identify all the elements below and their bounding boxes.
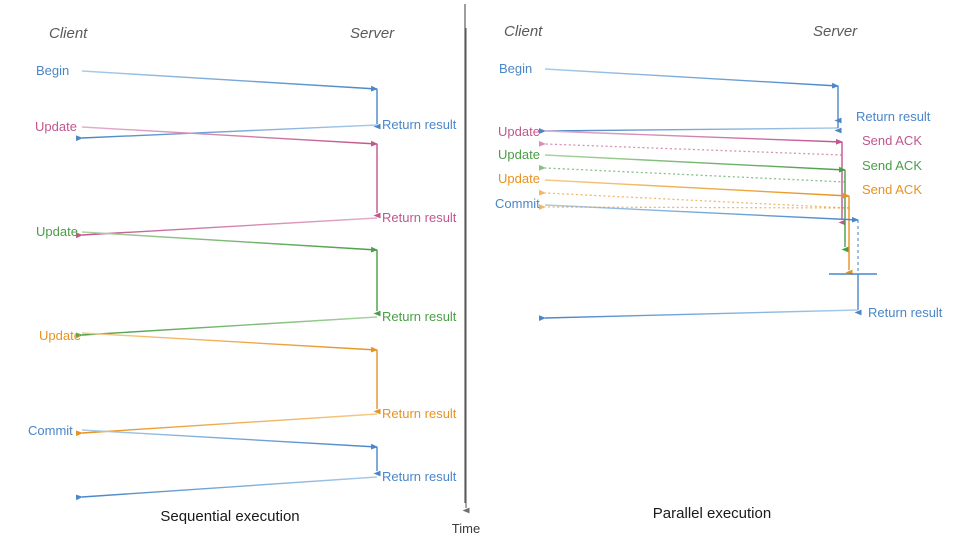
reply-arrow	[538, 127, 839, 134]
server-ack-label: Return result	[868, 305, 943, 320]
server-ack-label: Return result	[856, 109, 931, 124]
message-sequential-2	[75, 231, 381, 339]
ack-dotted-arrow	[538, 189, 850, 209]
diagram-chrome: Time Sequential execution Parallel executi…	[160, 4, 771, 536]
server-ack-label: Send ACK	[862, 158, 922, 173]
client-message-label: Update	[498, 171, 540, 186]
time-axis-label: Time	[452, 521, 480, 536]
final-return-arrow	[538, 309, 859, 322]
client-header-parallel: Client	[504, 23, 543, 40]
message-parallel-2	[538, 154, 849, 253]
message-sequential-1	[75, 126, 381, 239]
client-message-label: Commit	[495, 196, 540, 211]
client-message-label: Begin	[36, 63, 69, 78]
request-arrow	[544, 179, 850, 199]
reply-arrow	[75, 217, 378, 239]
message-sequential-4	[75, 429, 381, 501]
reply-arrow	[75, 124, 378, 142]
ack-dotted-arrow-commit	[538, 204, 850, 210]
server-reply-label: Return result	[382, 469, 457, 484]
message-parallel-0	[538, 68, 842, 134]
client-message-label: Update	[36, 224, 78, 239]
server-ack-label: Send ACK	[862, 182, 922, 197]
request-arrow	[544, 154, 846, 173]
client-message-label: Update	[39, 328, 81, 343]
client-message-label: Commit	[28, 423, 73, 438]
message-parallel-4	[544, 204, 859, 274]
request-arrow	[81, 429, 378, 450]
panel-caption-sequential: Sequential execution	[160, 508, 299, 525]
message-parallel-1	[538, 130, 846, 226]
request-arrow	[544, 68, 839, 89]
message-sequential-0	[75, 70, 381, 142]
client-message-label: Update	[498, 124, 540, 139]
server-reply-label: Return result	[382, 210, 457, 225]
request-arrow	[81, 332, 378, 353]
reply-arrow	[75, 413, 378, 437]
client-message-label: Update	[498, 147, 540, 162]
request-arrow	[81, 70, 378, 92]
server-header-sequential: Server	[350, 25, 395, 42]
server-reply-label: Return result	[382, 117, 457, 132]
request-arrow	[81, 126, 378, 147]
reply-arrow	[75, 476, 378, 501]
server-header-parallel: Server	[813, 23, 858, 40]
request-arrow	[81, 231, 378, 253]
message-parallel-3	[538, 179, 853, 276]
client-header-sequential: Client	[49, 25, 88, 42]
request-arrow	[544, 204, 859, 223]
ack-dotted-arrow	[538, 164, 846, 183]
client-message-label: Update	[35, 119, 77, 134]
server-reply-label: Return result	[382, 406, 457, 421]
message-sequential-3	[75, 332, 381, 437]
ack-dotted-arrow	[538, 140, 843, 156]
server-ack-label: Send ACK	[862, 133, 922, 148]
server-reply-label: Return result	[382, 309, 457, 324]
client-message-label: Begin	[499, 61, 532, 76]
reply-arrow	[75, 316, 378, 339]
panel-caption-parallel: Parallel execution	[653, 505, 771, 522]
request-arrow	[544, 130, 843, 145]
